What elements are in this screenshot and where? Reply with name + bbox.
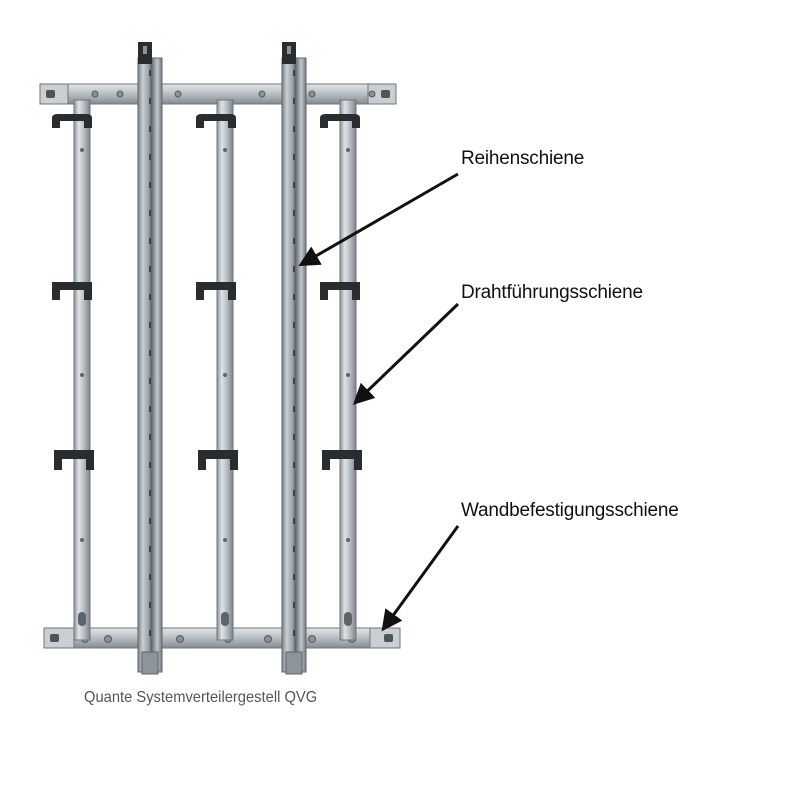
screw-icon bbox=[264, 635, 272, 643]
arrow-icon bbox=[352, 302, 460, 405]
row-rail-1 bbox=[137, 42, 163, 675]
cable-clip-icon bbox=[52, 282, 92, 300]
cable-clip-icon bbox=[54, 450, 94, 470]
label-wire-guide-rail: Drahtführungsschiene bbox=[461, 282, 643, 303]
cable-clip-icon bbox=[198, 450, 238, 470]
wire-guide-rails bbox=[73, 99, 357, 641]
row-rails bbox=[137, 42, 307, 675]
top-rail-screws bbox=[91, 90, 376, 98]
screw-icon bbox=[176, 635, 184, 643]
screw-icon bbox=[104, 635, 112, 643]
screw-icon bbox=[174, 90, 182, 98]
cable-clip-icon bbox=[196, 282, 236, 300]
label-row-rail: Reihenschiene bbox=[461, 148, 585, 169]
screw-icon bbox=[308, 635, 316, 643]
screw-icon bbox=[308, 90, 316, 98]
screw-icon bbox=[368, 90, 376, 98]
wire-guide-rail-2 bbox=[216, 99, 234, 641]
figure-caption: Quante Systemverteilergestell QVG bbox=[84, 689, 318, 706]
screw-icon bbox=[258, 90, 266, 98]
wire-guide-rail-1 bbox=[73, 99, 91, 641]
wire-guide-rail-3 bbox=[339, 99, 357, 641]
arrow-icon bbox=[298, 172, 459, 267]
cable-clip-icon bbox=[52, 114, 92, 128]
screw-icon bbox=[91, 90, 99, 98]
cable-clip-icon bbox=[322, 450, 362, 470]
top-wall-mount-rail bbox=[39, 83, 397, 105]
cable-clips bbox=[52, 114, 362, 470]
cable-clip-icon bbox=[320, 282, 360, 300]
callout-arrows bbox=[298, 172, 460, 632]
screw-icon bbox=[116, 90, 124, 98]
row-rail-2 bbox=[281, 42, 307, 675]
label-wall-mount-rail: Wandbefestigungsschiene bbox=[461, 500, 679, 521]
cable-clip-icon bbox=[320, 114, 360, 128]
arrow-icon bbox=[381, 525, 460, 632]
cable-clip-icon bbox=[196, 114, 236, 128]
